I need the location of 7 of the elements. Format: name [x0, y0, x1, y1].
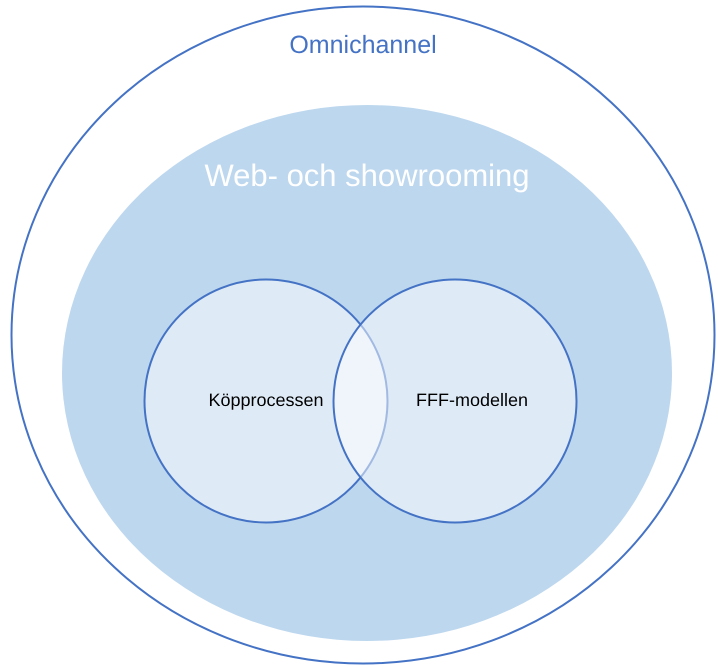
circle-label: Köpprocessen [207, 389, 325, 412]
background-ellipse [62, 105, 672, 641]
outer-circle [10, 5, 716, 665]
venn-circle [332, 278, 578, 524]
circle-label: FFF-modellen [414, 389, 530, 412]
ellipse-title: Web- och showrooming [203, 157, 531, 195]
circle-title: Omnichannel [288, 30, 438, 61]
